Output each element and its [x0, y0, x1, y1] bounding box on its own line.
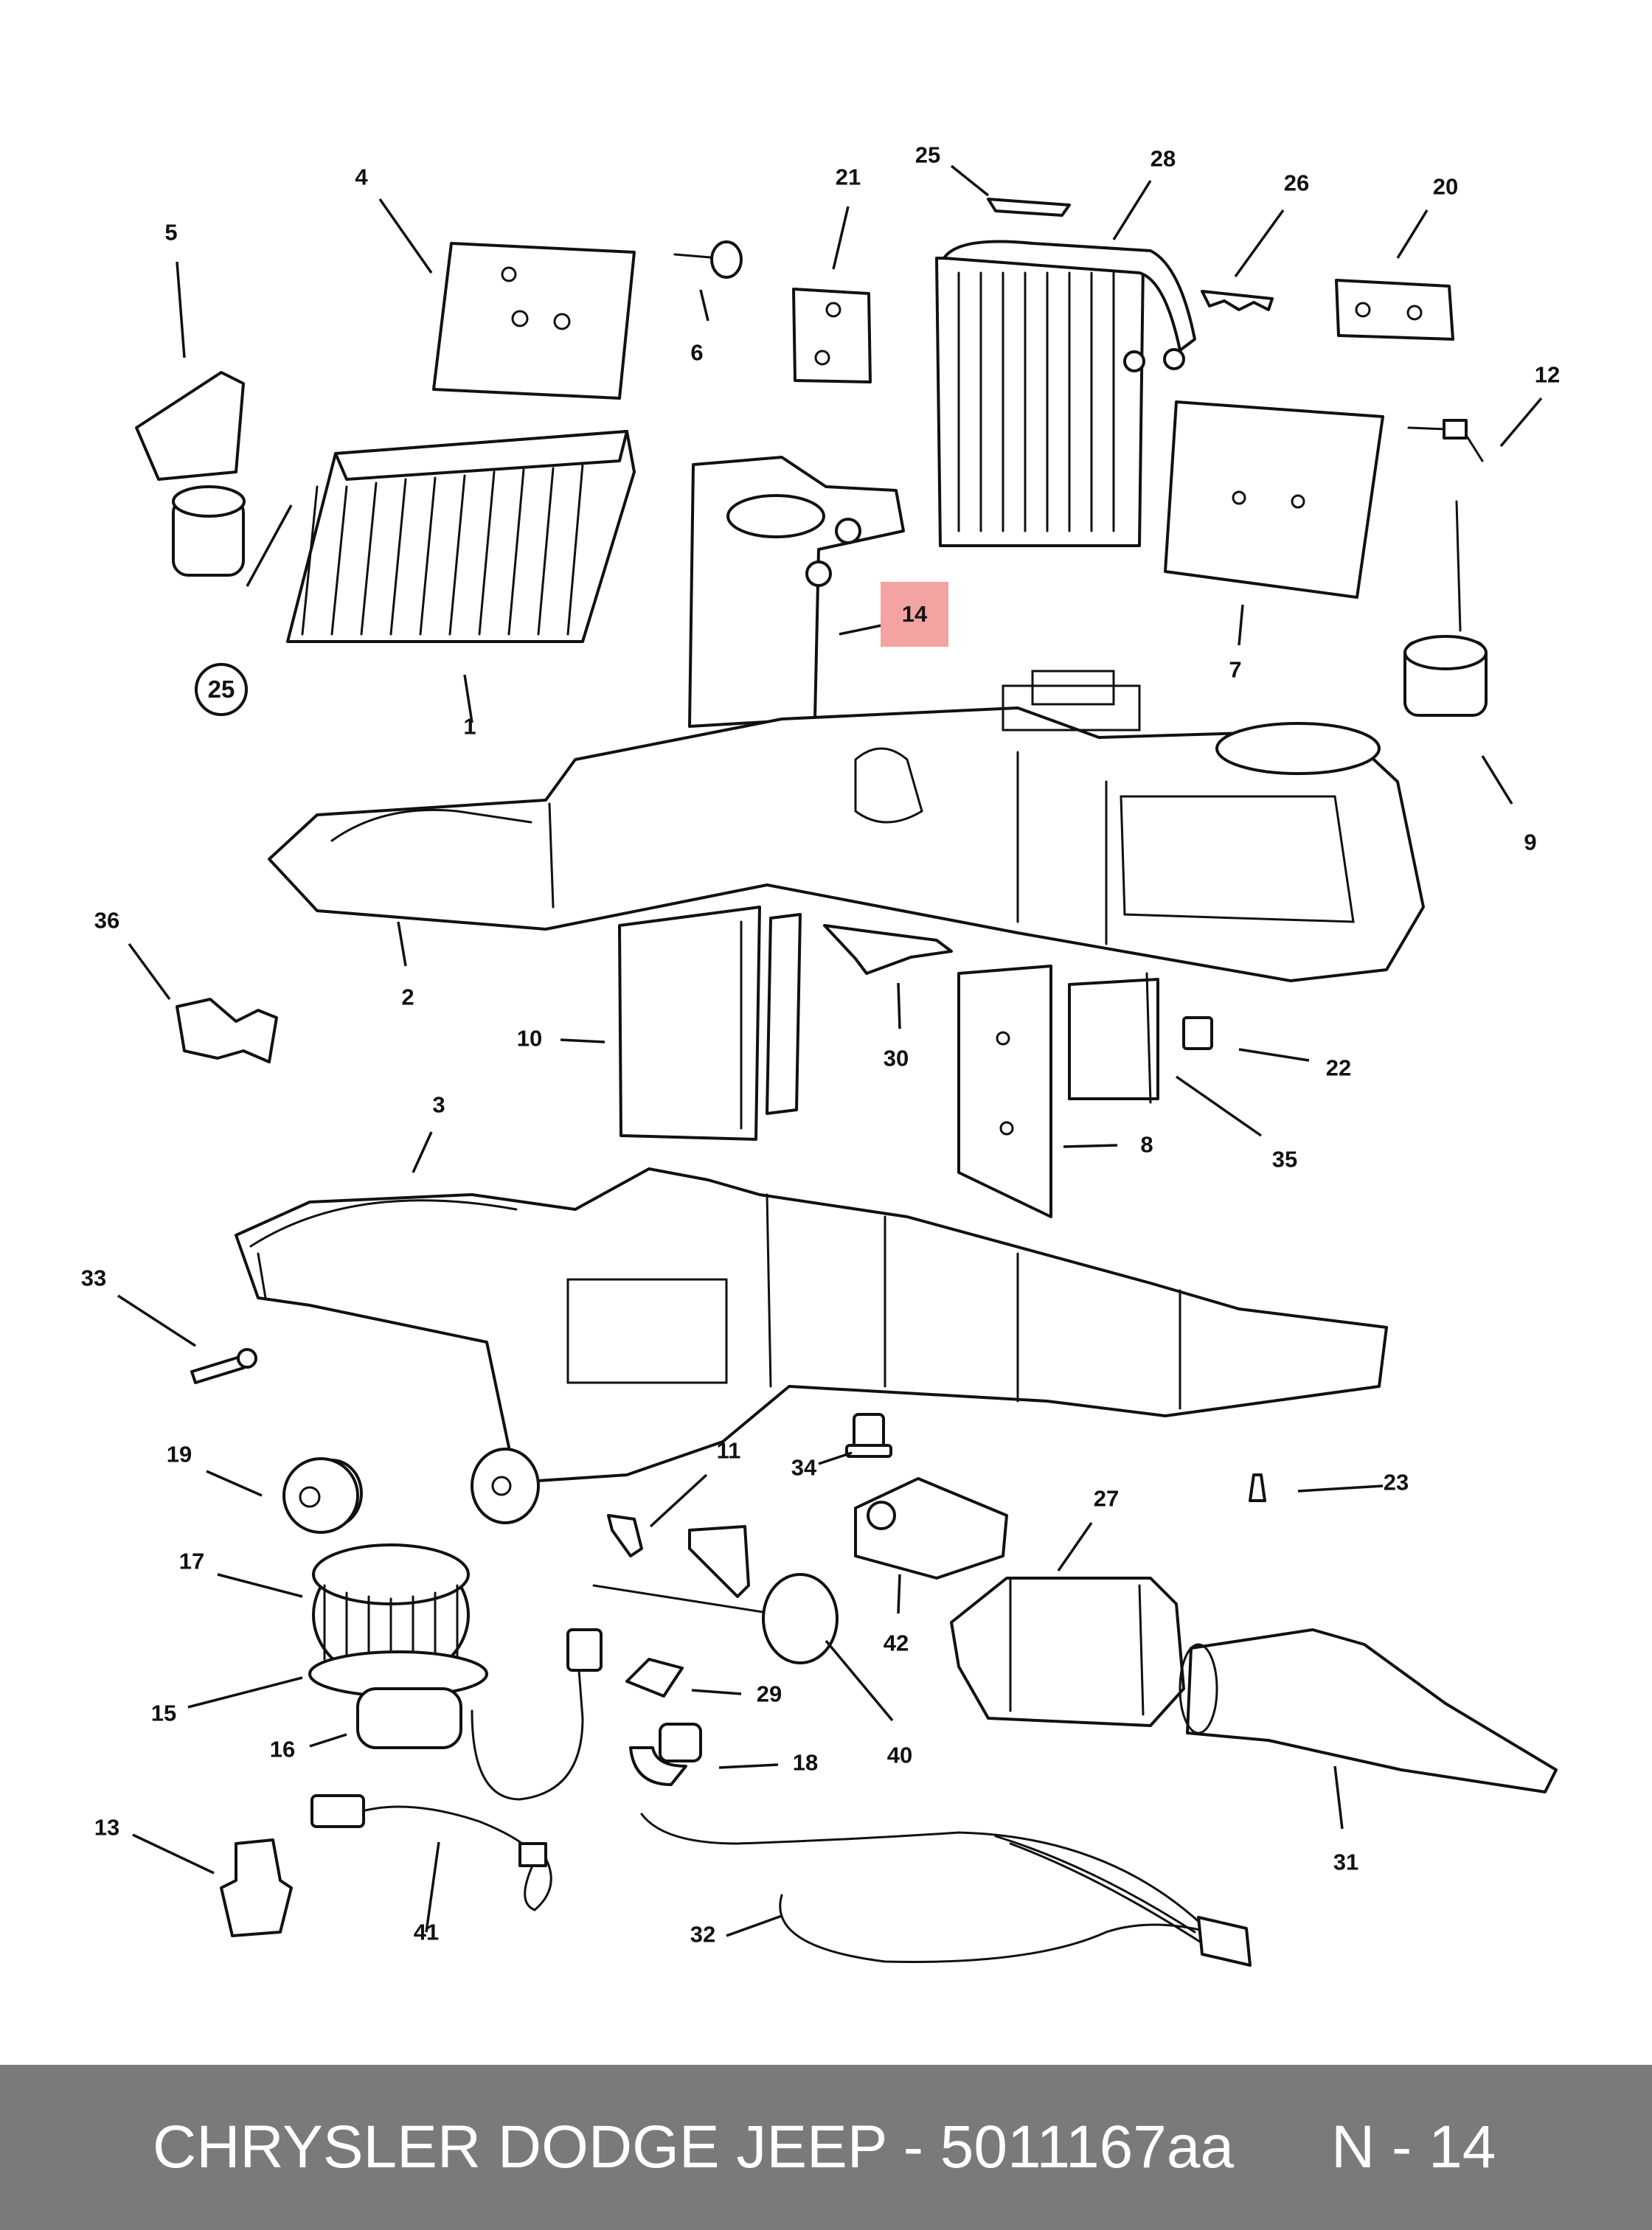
callout-9: 9: [1524, 829, 1537, 855]
callout-11: 11: [716, 1437, 741, 1464]
part-30-lever: [823, 924, 953, 975]
callout-31: 31: [1333, 1849, 1359, 1875]
callout-12: 12: [1534, 361, 1561, 388]
callout-2: 2: [401, 984, 414, 1010]
callout-18: 18: [792, 1749, 819, 1776]
callout-1: 1: [463, 713, 476, 740]
callout-33: 33: [80, 1265, 107, 1291]
callout-7: 7: [1229, 656, 1242, 683]
part-19-blower-wheel-hub: [282, 1457, 363, 1534]
part-6-screw: [673, 240, 743, 279]
part-9-vacuum-actuator: [1403, 500, 1488, 717]
callout-16: 16: [269, 1736, 296, 1762]
part-22-clip: [1182, 1016, 1213, 1050]
callout-28: 28: [1150, 145, 1176, 172]
footer-page-ref: N - 14: [1331, 2113, 1496, 2181]
callout-26: 26: [1283, 170, 1310, 196]
part-36-bracket: [176, 998, 278, 1063]
part-blower-wire: [471, 1628, 603, 1801]
part-40-vacuum-actuator: [592, 1525, 839, 1664]
callout-23: 23: [1383, 1469, 1409, 1496]
part-10-blend-door: [618, 906, 802, 1141]
part-27-floor-duct: [950, 1577, 1185, 1727]
part-5-actuator-bracket: [135, 371, 246, 577]
callout-17: 17: [178, 1548, 205, 1574]
circled-callout-25: 25: [195, 663, 248, 716]
part-29-clip: [625, 1658, 684, 1698]
parts-drawing: [117, 164, 1558, 1967]
part-16-blower-motor: [356, 1687, 462, 1749]
callout-34: 34: [791, 1454, 817, 1481]
part-20-seal-block: [1335, 279, 1454, 341]
footer-banner: CHRYSLER DODGE JEEP - 5011167aa N - 14: [0, 2065, 1652, 2230]
callout-29: 29: [756, 1681, 782, 1707]
callout-42: 42: [883, 1630, 909, 1656]
callout-5: 5: [164, 219, 178, 246]
part-17-blower-wheel: [312, 1543, 470, 1683]
callout-40: 40: [886, 1742, 913, 1768]
part-11-clip: [607, 1514, 643, 1557]
part-7-door: [1164, 400, 1384, 599]
part-2-upper-housing: [268, 670, 1425, 982]
callout-30: 30: [883, 1045, 909, 1071]
callout-20: 20: [1432, 173, 1459, 200]
part-21-seal-block: [792, 288, 872, 383]
callout-8: 8: [1140, 1131, 1153, 1158]
callout-4: 4: [355, 164, 368, 190]
part-31-rear-duct: [1179, 1628, 1558, 1793]
part-25-clip: [987, 198, 1071, 217]
part-12-screw: [1407, 419, 1484, 462]
callout-35: 35: [1271, 1146, 1298, 1173]
callout-41: 41: [413, 1919, 440, 1945]
part-4-filter-panel: [432, 242, 636, 400]
callout-32: 32: [690, 1921, 716, 1948]
part-28-heater-core: [935, 240, 1196, 547]
footer-caption: CHRYSLER DODGE JEEP - 5011167aa: [153, 2113, 1235, 2181]
callout-10: 10: [516, 1025, 543, 1052]
callout-15: 15: [150, 1700, 177, 1726]
part-3-lower-housing: [235, 1167, 1388, 1484]
callout-21: 21: [835, 164, 861, 190]
callout-19: 19: [166, 1441, 192, 1467]
part-34-connector: [845, 1413, 892, 1458]
part-13-switch: [220, 1838, 293, 1937]
callout-27: 27: [1093, 1485, 1120, 1512]
part-1-evaporator-core: [286, 430, 636, 643]
exploded-parts-diagram: 1 2 3 4 5 6 7 8 9 10 11 12 13 15 16 17 1…: [80, 142, 1561, 1967]
part-41-wire-harness: [310, 1794, 552, 1911]
callout-22: 22: [1325, 1055, 1352, 1081]
circled-callout-label: 25: [207, 675, 235, 703]
part-35-door: [1068, 972, 1159, 1104]
callout-25: 25: [914, 142, 941, 168]
callout-6: 6: [690, 339, 704, 366]
part-8-mode-door: [957, 965, 1052, 1218]
part-18-vacuum-elbow: [629, 1723, 702, 1786]
callout-36: 36: [94, 907, 120, 934]
part-blower-motor-on-housing: [471, 1448, 540, 1524]
callout-3: 3: [432, 1091, 445, 1118]
part-33-screw: [190, 1348, 257, 1384]
callout-13: 13: [94, 1814, 120, 1841]
part-26-clip: [1201, 290, 1274, 311]
part-14-defroster-duct: [688, 456, 905, 728]
part-32-wire-harness: [640, 1813, 1252, 1967]
part-23-screw: [1249, 1473, 1266, 1502]
part-42-actuator-motor: [854, 1477, 1008, 1580]
highlighted-part-label: 14: [901, 601, 928, 627]
highlighted-part-callout: 14: [881, 582, 948, 647]
